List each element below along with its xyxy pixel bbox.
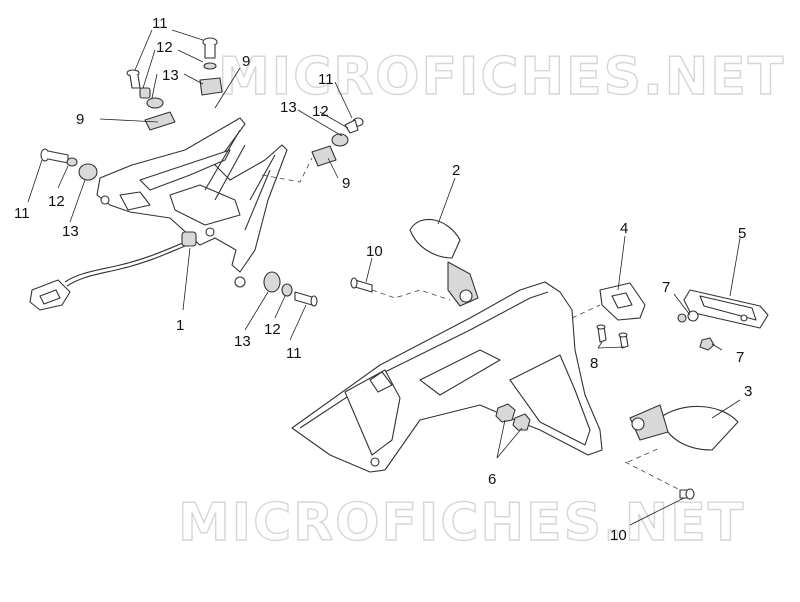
callout-4: 4 [620, 220, 628, 237]
washers-part-7 [677, 310, 715, 351]
screws-part-8 [596, 324, 629, 349]
callout-10-lower: 10 [610, 527, 627, 544]
plate-light-support [599, 282, 646, 321]
callout-5: 5 [738, 225, 746, 242]
callout-3: 3 [744, 383, 752, 400]
callout-11-left: 11 [14, 205, 30, 222]
hardware-left-side [40, 148, 98, 181]
callout-13-left: 13 [62, 223, 79, 240]
license-plate-holder [291, 281, 603, 473]
callout-1: 1 [176, 317, 184, 334]
tail-light-bracket [96, 117, 288, 288]
callout-13-bottom: 13 [234, 333, 251, 350]
callout-12-bottom: 12 [264, 321, 281, 338]
callout-13-right: 13 [280, 99, 297, 116]
callout-7-upper: 7 [662, 279, 670, 296]
callout-11-bottom: 11 [286, 345, 302, 362]
callout-6: 6 [488, 471, 496, 488]
callout-7-lower: 7 [736, 349, 744, 366]
callout-labels: 1 2 3 4 5 6 7 7 8 9 9 9 10 10 11 11 11 1… [14, 15, 752, 544]
callout-12-top: 12 [156, 39, 173, 56]
callout-10-upper: 10 [366, 243, 383, 260]
watermark-bottom: MICROFICHES.NET [178, 493, 745, 553]
callout-2: 2 [452, 162, 460, 179]
nuts-part-6 [495, 403, 531, 431]
turn-indicator-right [629, 404, 739, 451]
screws-part-10 [350, 277, 695, 500]
hardware-lower-left [263, 271, 318, 307]
watermark-top: MICROFICHES.NET [218, 47, 785, 107]
callout-9-right: 9 [342, 175, 350, 192]
callout-9-top: 9 [242, 53, 250, 70]
callout-12-right: 12 [312, 103, 329, 120]
assembly-lines [261, 157, 681, 491]
callout-12-left: 12 [48, 193, 65, 210]
callout-9-left: 9 [76, 111, 84, 128]
hardware-right-top [311, 117, 364, 167]
callout-8: 8 [590, 355, 598, 372]
wiring-connector [29, 231, 197, 311]
plate-light [683, 289, 769, 329]
turn-indicator-left [409, 218, 479, 307]
hardware-left-top [126, 37, 223, 131]
callout-11-right: 11 [318, 71, 334, 88]
callout-13-top: 13 [162, 67, 179, 84]
leader-lines [27, 29, 741, 526]
callout-11-top: 11 [152, 15, 168, 32]
